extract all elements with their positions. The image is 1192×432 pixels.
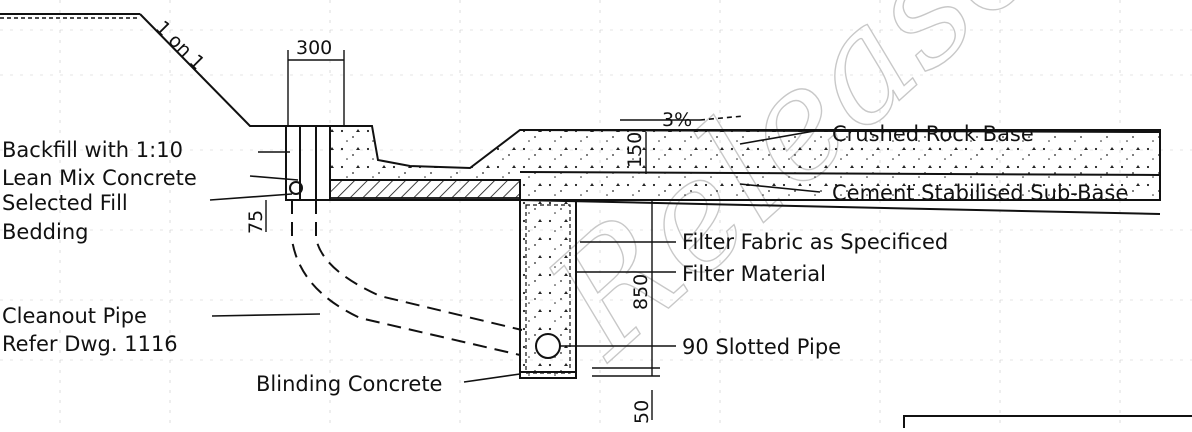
label-slotted-pipe: 90 Slotted Pipe	[682, 335, 841, 359]
dim-grade: 3%	[662, 109, 692, 131]
slotted-pipe	[535, 333, 561, 359]
label-cleanout-ref: Refer Dwg. 1116	[2, 332, 178, 356]
grade-arrow	[699, 115, 745, 121]
label-selected-fill: Selected Fill	[2, 191, 128, 215]
dim-depth-75: 75	[245, 210, 267, 234]
cleanout-riser	[285, 125, 331, 201]
sub-base-layer	[329, 179, 521, 199]
label-cleanout-pipe: Cleanout Pipe	[2, 304, 147, 328]
natural-ground	[0, 13, 290, 127]
dim-depth-50: 50	[631, 400, 653, 424]
dim-depth-150: 150	[624, 132, 646, 168]
dim-slope: 1 on 1	[151, 17, 209, 75]
label-bedding: Bedding	[2, 220, 88, 244]
label-filter-material: Filter Material	[682, 262, 826, 286]
label-backfill-line2: Lean Mix Concrete	[2, 166, 197, 190]
label-cement-sub-base: Cement Stabilised Sub-Base	[832, 181, 1128, 205]
label-backfill-line1: Backfill with 1:10	[2, 138, 183, 162]
leader-lines	[209, 129, 821, 383]
dim-width-300: 300	[296, 37, 332, 59]
title-block-corner	[903, 415, 1192, 428]
cleanout-pipe	[291, 200, 523, 356]
dim-depth-850: 850	[630, 274, 652, 310]
label-crushed-rock: Crushed Rock Base	[832, 122, 1034, 146]
label-filter-fabric: Filter Fabric as Specificed	[682, 230, 948, 254]
label-blinding-concrete: Blinding Concrete	[256, 372, 442, 396]
